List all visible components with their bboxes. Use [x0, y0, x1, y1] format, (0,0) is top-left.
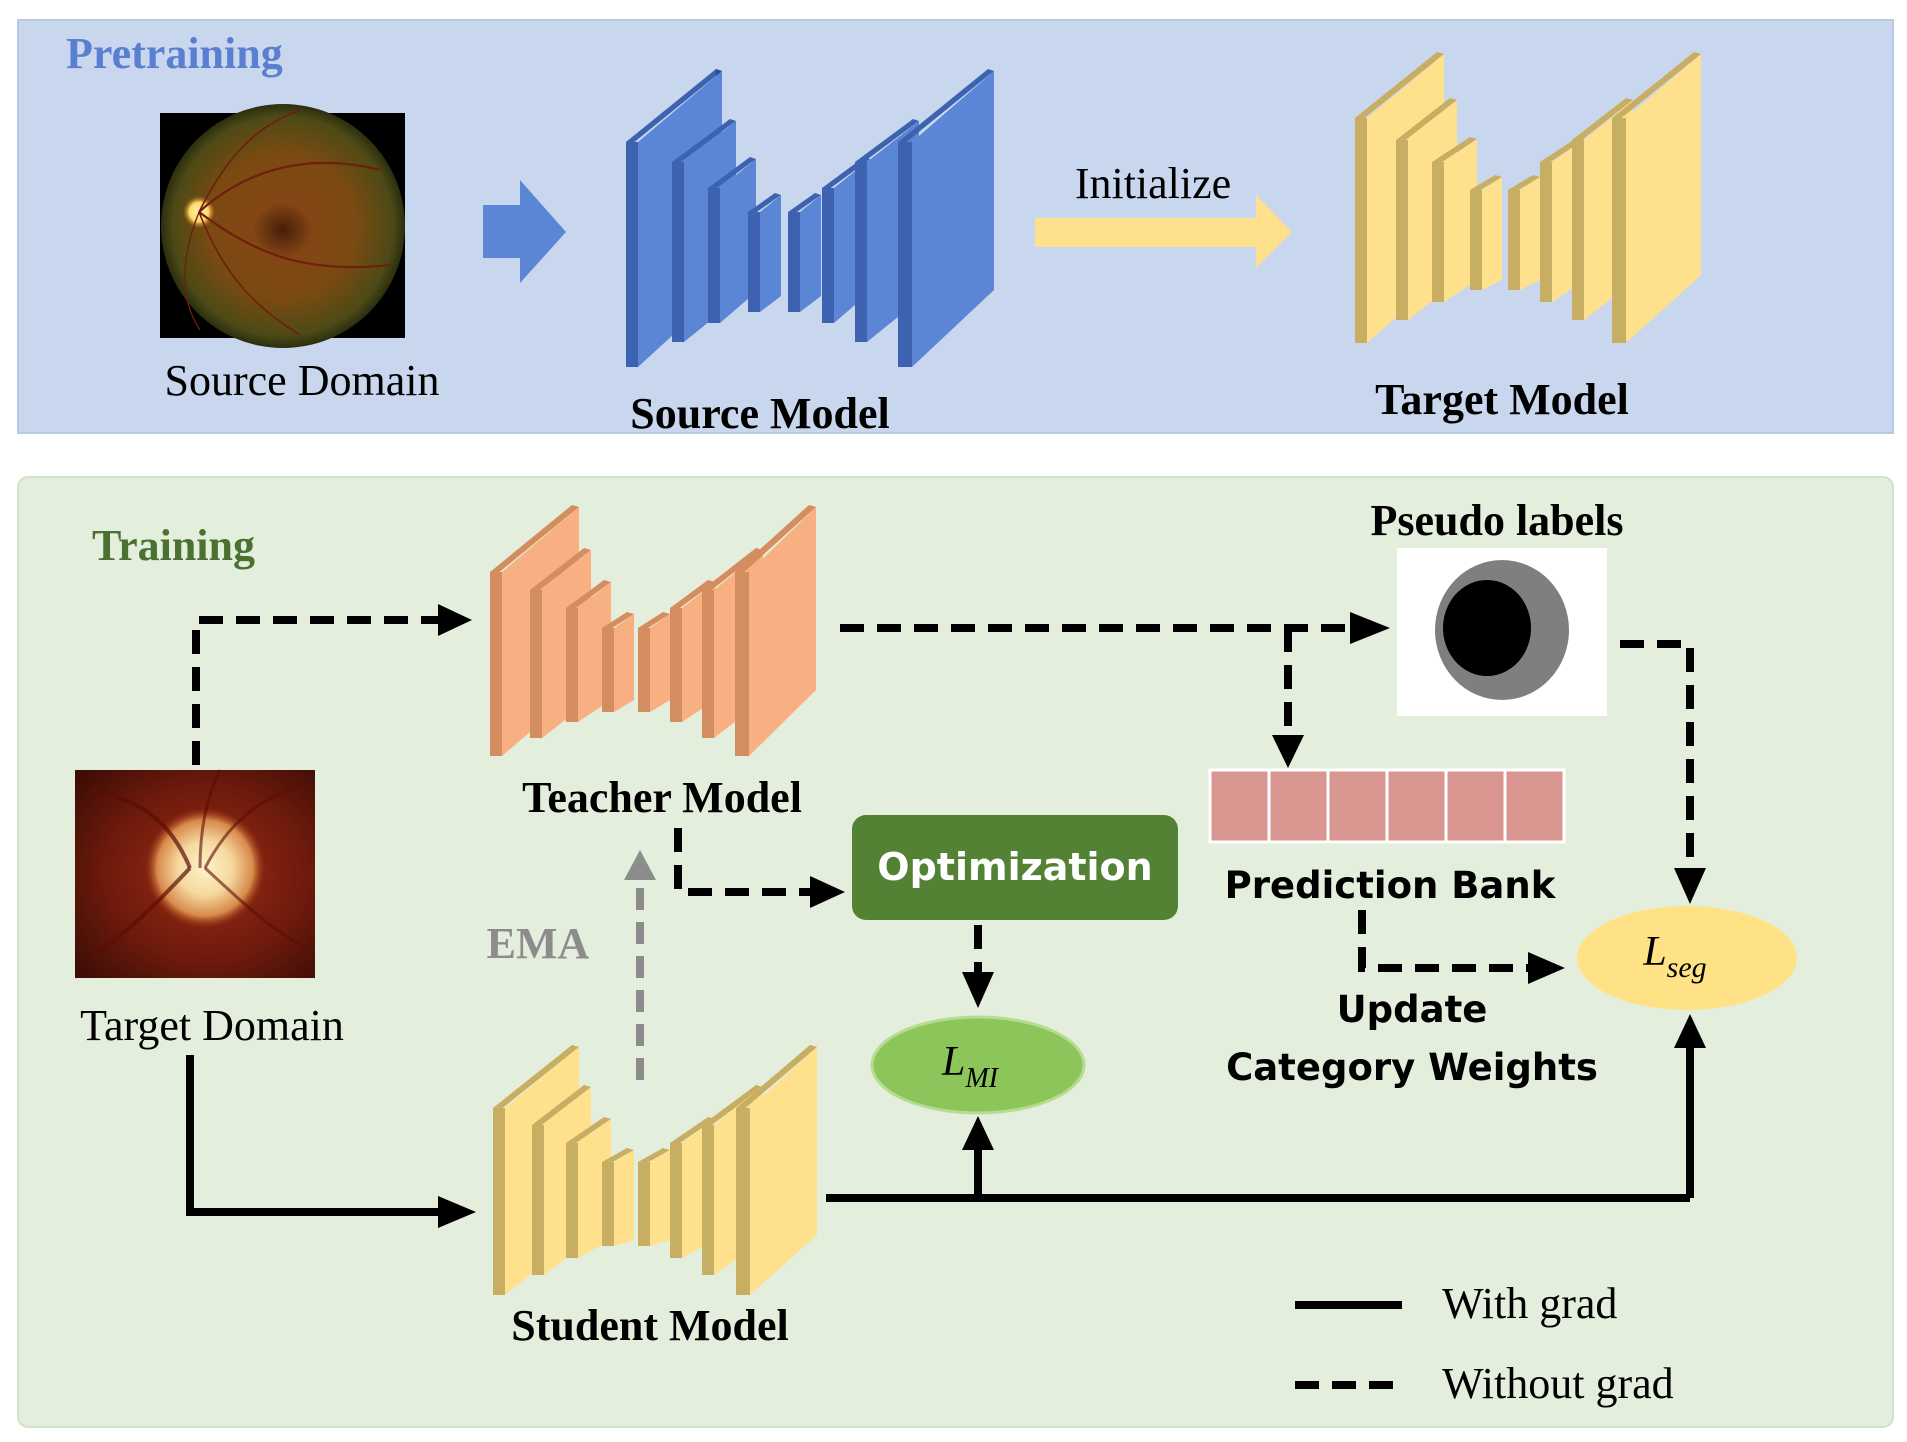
loss-mi-sub: MI	[964, 1063, 999, 1094]
target-model-label: Target Model	[1375, 375, 1629, 424]
pretraining-title: Pretraining	[66, 29, 283, 78]
bank-cell	[1326, 768, 1389, 844]
initialize-arrow	[1035, 195, 1292, 268]
solid-connectors	[186, 1048, 1694, 1216]
target-model	[1355, 52, 1701, 343]
prediction-bank	[1208, 768, 1566, 844]
loss-seg-main: L	[1642, 929, 1666, 975]
initialize-label: Initialize	[1075, 159, 1231, 208]
source-model-label: Source Model	[630, 389, 890, 438]
pseudo-label-image	[1397, 548, 1607, 716]
update-label-line2: Category Weights	[1226, 1046, 1598, 1089]
prediction-bank-label: Prediction Bank	[1225, 864, 1557, 907]
bank-cell	[1444, 768, 1507, 844]
legend: With grad Without grad	[1295, 1279, 1674, 1408]
optimization-label: Optimization	[877, 845, 1152, 889]
loss-seg-label: Lseg	[1642, 929, 1706, 984]
loss-seg-node	[1577, 906, 1797, 1010]
student-model-label: Student Model	[511, 1301, 788, 1350]
update-label-line1: Update	[1337, 988, 1488, 1031]
legend-with-grad: With grad	[1442, 1279, 1617, 1328]
teacher-model-label: Teacher Model	[522, 773, 802, 822]
student-model	[493, 1045, 817, 1295]
dashed-arrowheads	[438, 604, 1706, 1008]
pseudo-labels-label: Pseudo labels	[1370, 496, 1623, 545]
ema-arrowhead	[624, 850, 656, 880]
teacher-model	[490, 505, 816, 756]
source-model	[626, 69, 994, 367]
solid-arrowheads	[438, 1014, 1706, 1228]
training-title: Training	[92, 521, 255, 570]
bank-cell	[1267, 768, 1330, 844]
bank-cell	[1385, 768, 1448, 844]
target-domain-label: Target Domain	[80, 1001, 344, 1050]
bank-cell	[1503, 768, 1566, 844]
optimization-box	[852, 815, 1178, 920]
dashed-connectors	[192, 616, 1694, 972]
loss-mi-node	[870, 1015, 1086, 1115]
pretrain-arrow	[483, 180, 566, 283]
bank-cell	[1208, 768, 1271, 844]
source-domain-image	[160, 104, 405, 348]
loss-seg-sub: seg	[1667, 951, 1707, 984]
source-domain-label: Source Domain	[165, 356, 440, 405]
target-domain-image	[75, 769, 315, 978]
ema-label: EMA	[487, 919, 590, 968]
loss-mi-main: L	[941, 1039, 965, 1085]
legend-without-grad: Without grad	[1442, 1359, 1674, 1408]
loss-mi-label: LMI	[941, 1039, 1000, 1094]
